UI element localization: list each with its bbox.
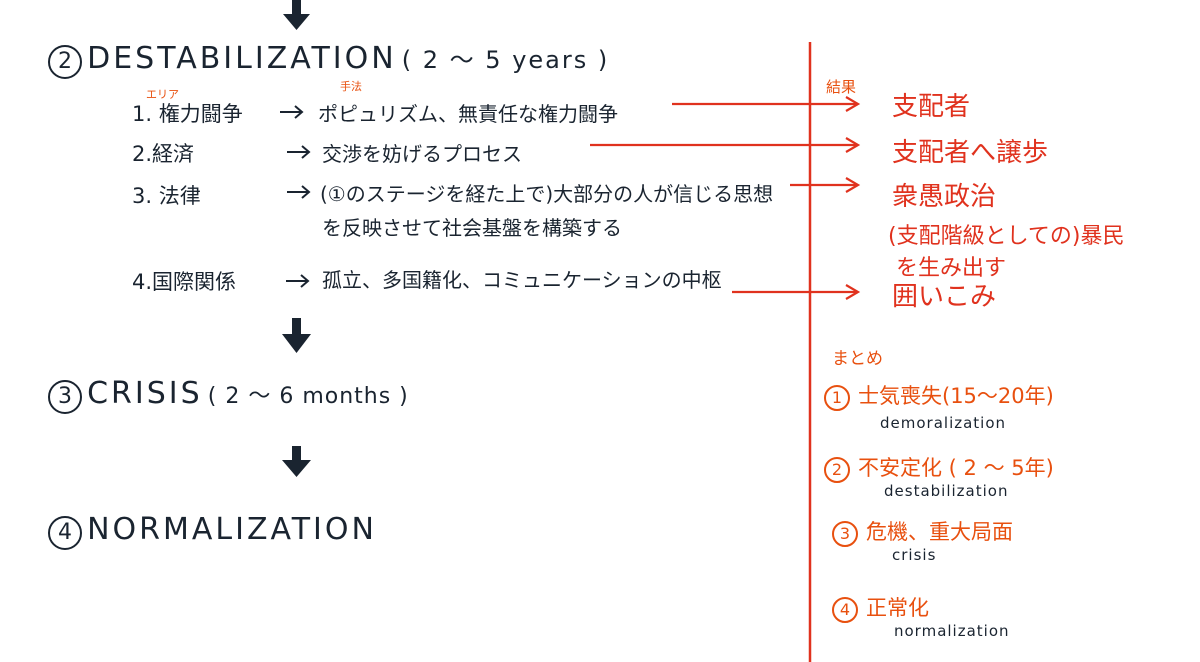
stage-3-period: ( 2 ～ 6 months ) [207, 384, 409, 409]
stage-2-title: DESTABILIZATION [87, 41, 397, 76]
summary-item-4: 4 正常化 [832, 592, 929, 623]
stage-2-number: 2 [48, 45, 82, 79]
summary-item-2-en: destabilization [884, 482, 1009, 500]
item-2-method: 交渉を妨げるプロセス [322, 142, 522, 166]
result-3: 衆愚政治 [892, 182, 997, 212]
summary-title: まとめ [832, 349, 883, 369]
item-3-label: 3. 法律 [132, 184, 201, 208]
item-3-method: (①のステージを経た上で)大部分の人が信じる思想 [320, 182, 774, 206]
stage-3-title: CRISIS [87, 376, 203, 411]
result-3-sub2: を生み出す [896, 256, 1007, 281]
stage-3-heading: 3 CRISIS ( 2 ～ 6 months ) [48, 376, 409, 414]
summary-item-3-jp: 危機、重大局面 [866, 520, 1013, 544]
summary-item-3-en: crisis [892, 546, 937, 564]
summary-item-3-number: 3 [832, 521, 858, 547]
summary-item-2: 2 不安定化 ( 2 ～ 5年) [824, 452, 1054, 483]
item-2-label: 2.経済 [132, 142, 195, 166]
summary-item-1: 1 士気喪失(15～20年) [824, 380, 1054, 411]
result-arrow-1 [672, 96, 861, 112]
result-1: 支配者 [892, 92, 971, 122]
result-arrow-2 [590, 137, 861, 153]
item-1-method: ポピュリズム、無責任な権力闘争 [318, 102, 618, 126]
stage-3-number: 3 [48, 380, 82, 414]
item-arrows [280, 105, 311, 288]
summary-item-1-jp: 士気喪失(15～20年) [858, 384, 1054, 408]
down-arrow-3-4 [282, 446, 311, 477]
result-2: 支配者へ譲歩 [892, 138, 1049, 168]
stage-4-title: NORMALIZATION [87, 512, 377, 547]
summary-item-4-en: normalization [894, 622, 1010, 640]
summary-item-1-en: demoralization [880, 414, 1007, 432]
annotation-area: エリア [146, 88, 179, 101]
stage-4-heading: 4 NORMALIZATION [48, 512, 377, 550]
item-4-method: 孤立、多国籍化、コミュニケーションの中枢 [322, 268, 722, 292]
result-4: 囲いこみ [892, 282, 997, 312]
down-arrow-2-3 [282, 318, 311, 353]
summary-item-4-jp: 正常化 [866, 596, 929, 620]
result-3-sub: (支配階級としての)暴民 [888, 224, 1125, 249]
stage-2-period: ( 2 ～ 5 years ) [401, 46, 610, 74]
stage-4-number: 4 [48, 516, 82, 550]
item-4-label: 4.国際関係 [132, 270, 237, 294]
down-arrow-top [283, 0, 310, 30]
summary-item-2-number: 2 [824, 457, 850, 483]
summary-item-2-jp: 不安定化 ( 2 ～ 5年) [858, 456, 1054, 480]
result-arrow-4 [732, 284, 861, 300]
summary-item-4-number: 4 [832, 597, 858, 623]
stage-2-heading: 2 DESTABILIZATION ( 2 ～ 5 years ) [48, 40, 609, 79]
summary-item-3: 3 危機、重大局面 [832, 516, 1013, 547]
result-arrow-3 [790, 177, 861, 193]
annotation-result: 結果 [826, 78, 857, 96]
item-1-label: 1. 権力闘争 [132, 102, 243, 126]
annotation-method: 手法 [340, 80, 362, 93]
item-3-method-line2: を反映させて社会基盤を構築する [322, 216, 622, 240]
summary-item-1-number: 1 [824, 385, 850, 411]
